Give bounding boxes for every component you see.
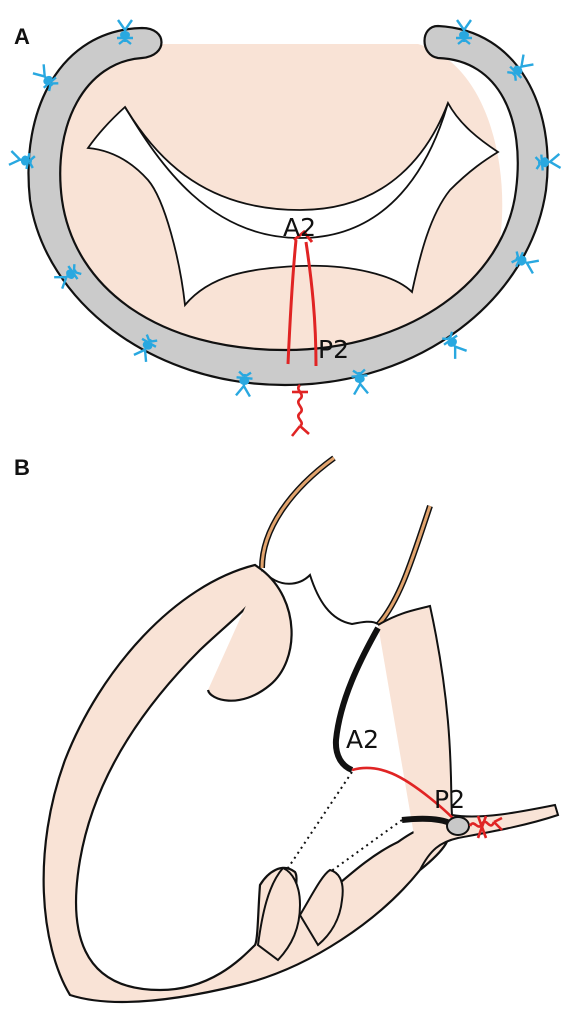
pledget [447, 817, 469, 835]
suture-knot-icon [292, 385, 309, 436]
panel-b-label: B [14, 455, 30, 480]
aortic-wall-left [262, 458, 334, 568]
label-p2-side: P2 [434, 785, 465, 814]
label-p2-top: P2 [318, 335, 349, 364]
label-a2-top: A2 [283, 213, 316, 242]
label-a2-side: A2 [346, 725, 379, 754]
panel-a-label: A [14, 24, 30, 49]
panel-b: B A2 P2 [14, 455, 558, 1002]
chordae-anterior [288, 772, 352, 868]
panel-a: A A2 P2 [9, 20, 561, 436]
